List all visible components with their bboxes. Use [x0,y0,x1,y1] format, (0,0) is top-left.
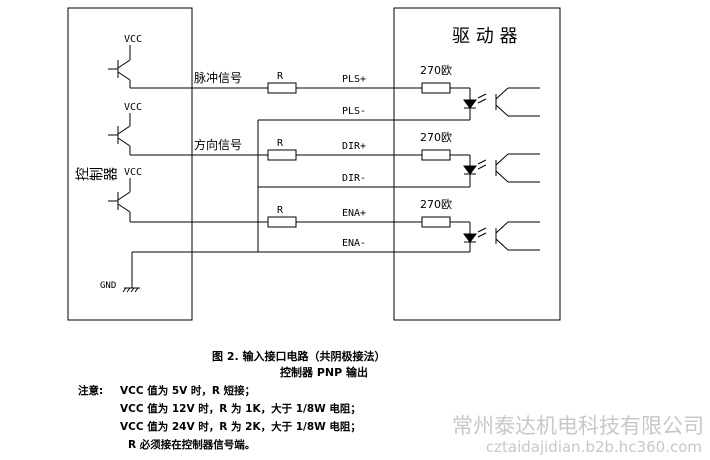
ena-plus-label: ENA+ [342,208,366,219]
note-line-4: R 必须接在控制器信号端。 [128,439,256,451]
pls-plus-label: PLS+ [342,74,366,85]
resistor-label-1: R [277,71,284,82]
signal-label-direction: 方向信号 [194,137,242,152]
signal-label-pulse: 脉冲信号 [194,70,242,85]
resistor-label-2: R [277,138,284,149]
note-line-1: VCC 值为 5V 时，R 短接； [120,385,256,397]
series-resistor-label-3: 270欧 [420,198,452,211]
resistor-270-2 [421,149,451,161]
controller-label: 控制器 [75,167,117,183]
ena-minus-label: ENA- [342,238,366,249]
controller-box [67,7,193,321]
dir-plus-label: DIR+ [342,141,366,152]
watermark-company: 常州泰达机电科技有限公司 [452,414,704,438]
resistor-r-2 [267,149,297,161]
pls-minus-label: PLS- [342,106,366,117]
notes-prefix: 注意: [78,385,104,397]
optocoupler-3 [463,221,540,251]
resistor-270-3 [421,216,451,228]
optocoupler-1 [463,87,540,117]
transistor-3 [108,178,250,223]
note-line-3: VCC 值为 24V 时，R 为 2K，大于 1/8W 电阻； [120,421,361,433]
resistor-r-3 [267,216,297,228]
vcc-label-1: VCC [124,34,142,45]
series-resistor-label-2: 270欧 [420,131,452,144]
ground-symbol [122,287,140,293]
note-line-2: VCC 值为 12V 时，R 为 1K，大于 1/8W 电阻； [120,403,361,415]
dir-minus-label: DIR- [342,173,366,184]
driver-label: 驱 动 器 [452,26,517,47]
caption-title: 图 2. 输入接口电路（共阴极接法） [212,350,386,363]
vcc-label-3: VCC [124,167,142,178]
gnd-label: GND [100,281,116,291]
resistor-label-3: R [277,205,284,216]
watermark-url: cztaidajidian.b2b.hc360.com [485,438,702,456]
transistor-2 [108,113,250,156]
caption-subtitle: 控制器 PNP 输出 [280,366,368,379]
driver-box [393,7,561,321]
optocoupler-2 [463,153,540,183]
series-resistor-label-1: 270欧 [420,64,452,77]
vcc-label-2: VCC [124,102,142,113]
resistor-r-1 [267,82,297,94]
resistor-270-1 [421,82,451,94]
transistor-1 [108,45,250,89]
